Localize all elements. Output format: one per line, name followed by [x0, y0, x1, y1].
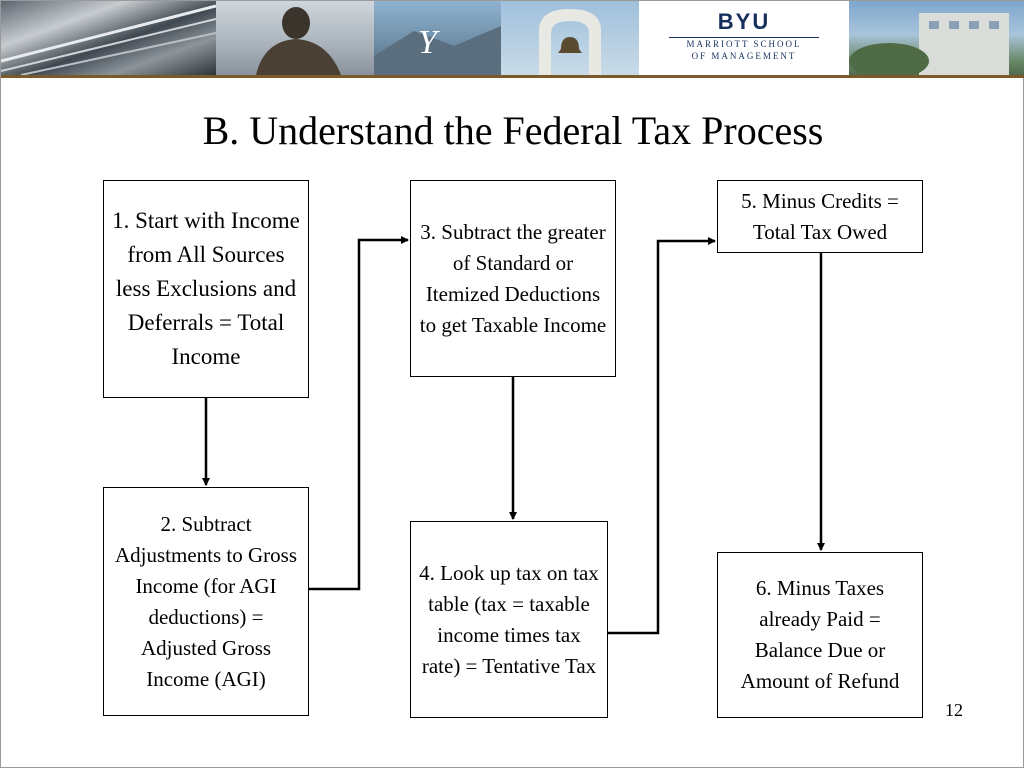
slide-title: B. Understand the Federal Tax Process	[202, 108, 824, 153]
byu-logo-wordmark: BYU	[717, 9, 771, 34]
banner-photo-statue	[216, 1, 374, 75]
byu-logo-rule	[669, 37, 819, 38]
step-4-text: 4. Look up tax on tax table (tax = taxab…	[419, 560, 599, 678]
y-mountain-graphic: Y	[374, 24, 501, 75]
step-1-box: 1. Start with Income from All Sources le…	[103, 180, 309, 398]
step-6-box: 6. Minus Taxes already Paid = Balance Du…	[717, 552, 923, 718]
building-lines-graphic	[1, 4, 216, 75]
header-divider	[1, 75, 1024, 78]
page-number: 12	[945, 700, 963, 720]
banner-photo-campus	[849, 1, 1024, 75]
step-6-text: 6. Minus Taxes already Paid = Balance Du…	[740, 576, 900, 693]
header-banner: Y BYU MARRIOTT SCHOOL OF MANAGEMENT	[1, 1, 1024, 77]
step-5-box: 5. Minus Credits = Total Tax Owed	[717, 180, 923, 253]
step-3-text: 3. Subtract the greater of Standard or I…	[419, 219, 607, 337]
edge-step2-to-step3	[308, 236, 409, 591]
byu-logo-panel: BYU MARRIOTT SCHOOL OF MANAGEMENT	[639, 1, 849, 75]
banner-photo-bell	[501, 1, 639, 75]
step-1-text: 1. Start with Income from All Sources le…	[112, 208, 300, 369]
banner-photo-y-mountain: Y	[374, 1, 501, 75]
banner-photo-building	[1, 1, 216, 75]
step-5-text: 5. Minus Credits = Total Tax Owed	[741, 188, 899, 244]
statue-silhouette-graphic	[256, 7, 341, 75]
campus-building-graphic	[849, 13, 1009, 75]
step-3-box: 3. Subtract the greater of Standard or I…	[410, 180, 616, 377]
svg-text:Y: Y	[418, 24, 440, 61]
step-4-box: 4. Look up tax on tax table (tax = taxab…	[410, 521, 608, 718]
step-2-box: 2. Subtract Adjustments to Gross Income …	[103, 487, 309, 716]
byu-logo-line-1: MARRIOTT SCHOOL	[686, 39, 802, 49]
edge-step4-to-step5	[607, 237, 716, 635]
bell-arch-graphic	[539, 9, 601, 75]
step-2-text: 2. Subtract Adjustments to Gross Income …	[114, 511, 297, 691]
byu-logo-line-2: OF MANAGEMENT	[691, 51, 797, 61]
